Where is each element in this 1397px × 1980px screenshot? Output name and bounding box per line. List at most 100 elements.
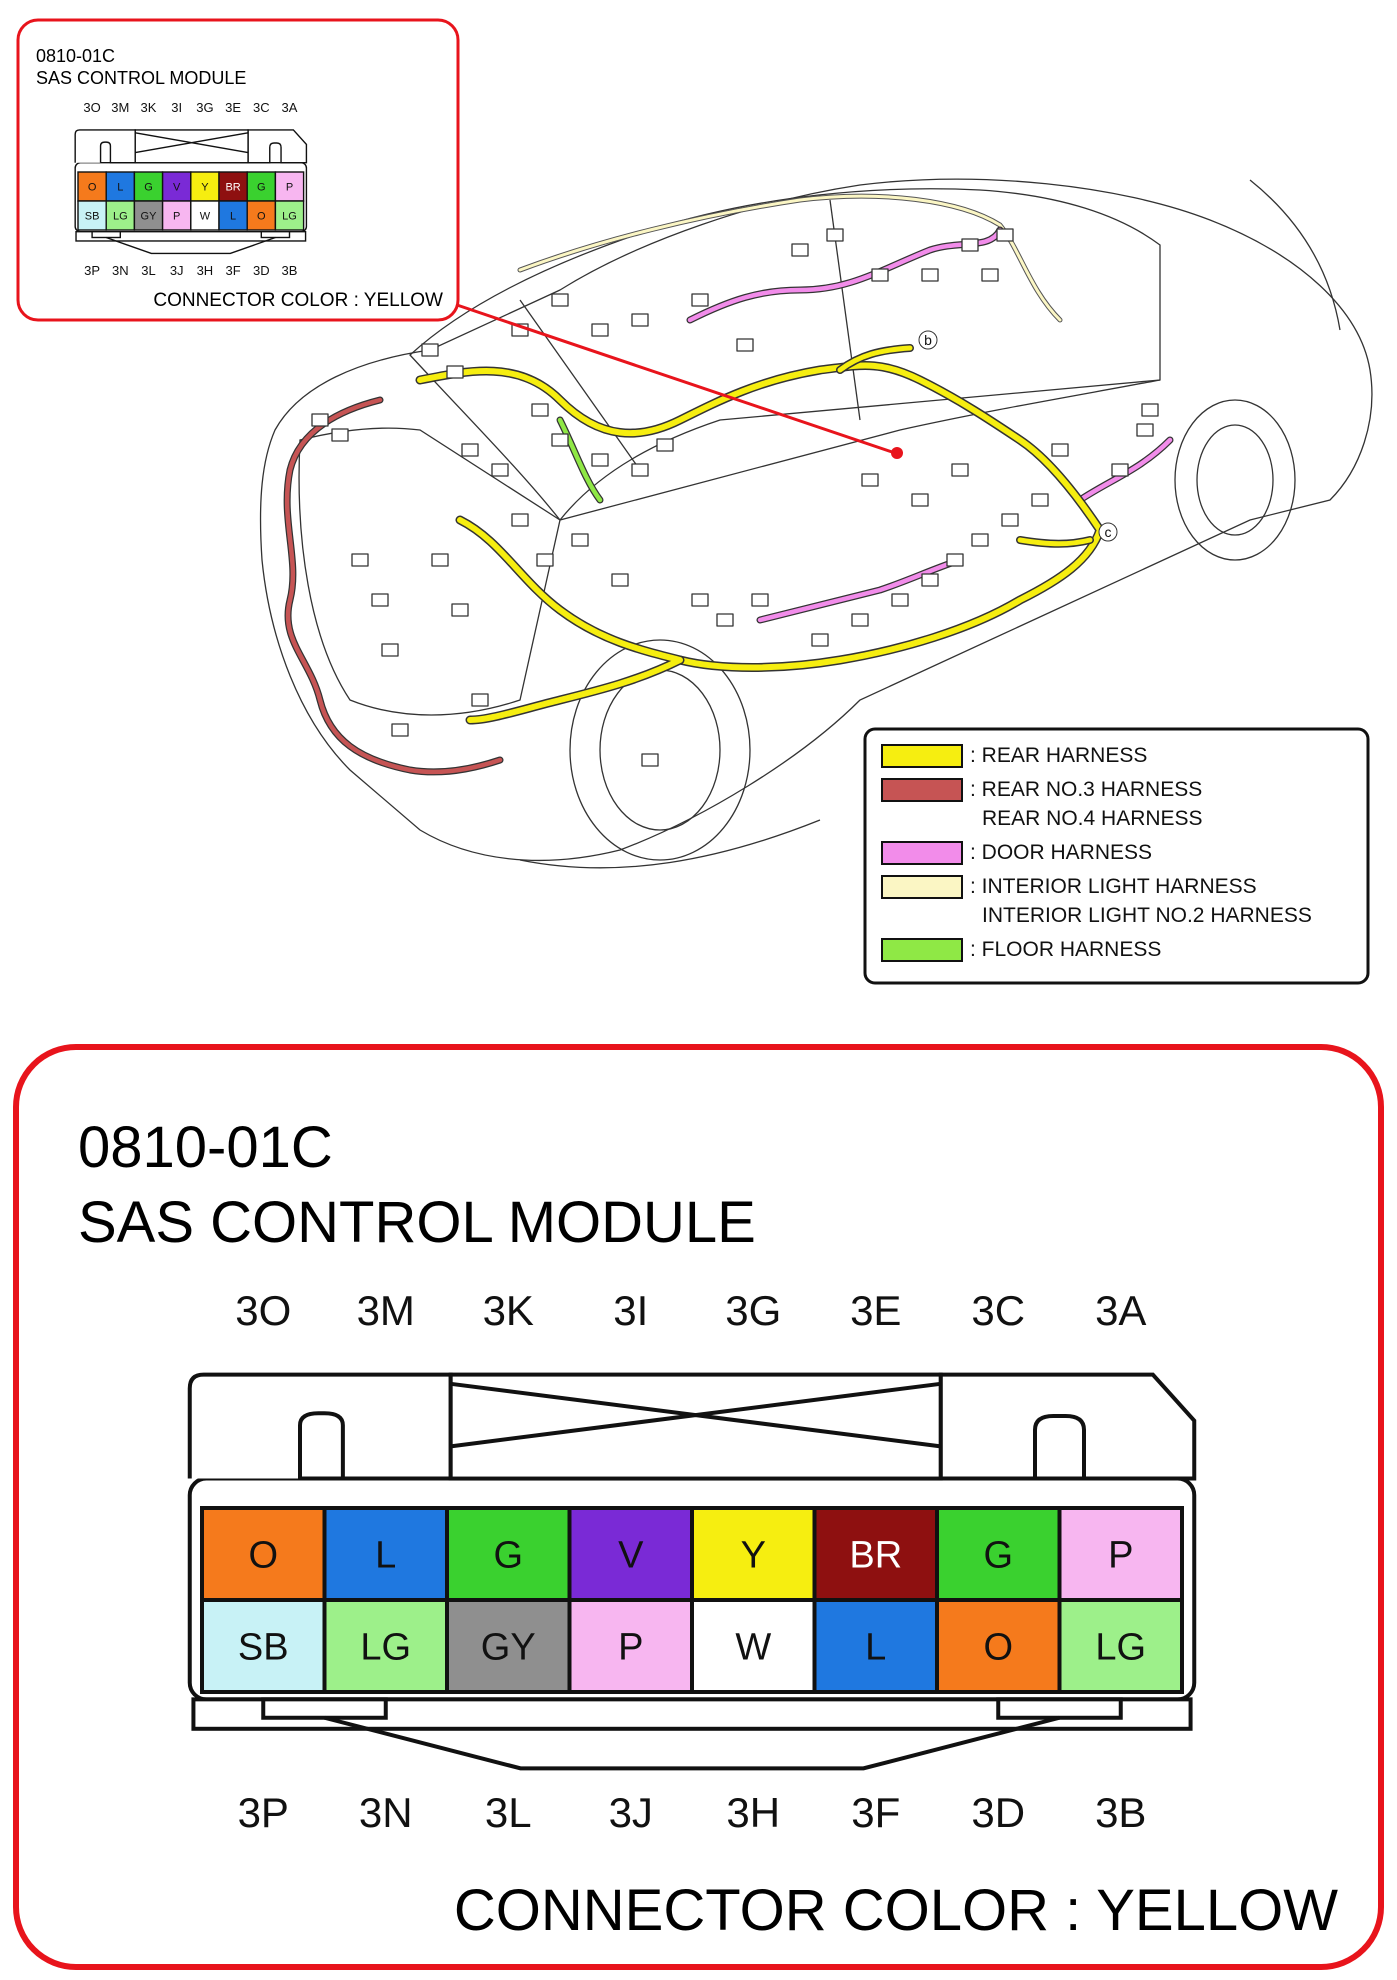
- pin-cell: [246, 200, 277, 231]
- pin-wire-color: W: [735, 1627, 771, 1669]
- pin-wire-color: G: [493, 1535, 523, 1577]
- connector-plug-icon: [946, 553, 964, 567]
- connector-rail: [75, 230, 307, 242]
- pin-number-top: 3M: [111, 100, 129, 115]
- connector-plug-icon: [1141, 403, 1159, 417]
- connector-plug-icon: [591, 453, 609, 467]
- small-connector-color-note: CONNECTOR COLOR : YELLOW: [153, 290, 443, 311]
- car-c-pillar: [519, 299, 641, 471]
- pin-wire-color: GY: [481, 1627, 536, 1669]
- pin-number-bottom: 3H: [726, 1789, 780, 1836]
- pin-wire-color: G: [983, 1535, 1013, 1577]
- pin-wire-color: P: [173, 210, 180, 222]
- pin-cell: [218, 171, 248, 202]
- rear-harness-trunk-fill: [457, 517, 683, 723]
- pin-wire-color: O: [983, 1627, 1013, 1669]
- small-connector-name: SAS CONTROL MODULE: [36, 68, 246, 88]
- rail-bracket: [105, 236, 276, 255]
- pin-number-top: 3G: [196, 100, 213, 115]
- car-roof-outline: [409, 188, 1161, 521]
- large-connector-code: 0810-01C: [78, 1115, 333, 1180]
- marker-c-label: c: [1105, 524, 1112, 540]
- connector-plug-icon: [351, 553, 369, 567]
- pin-number-top: 3E: [225, 100, 241, 115]
- connector-plug-icon: [811, 633, 829, 647]
- pin-number-bottom: 3P: [84, 263, 100, 278]
- connector-plug-icon: [791, 243, 809, 257]
- connector-plug-icon: [531, 403, 549, 417]
- large-connector-color-note: CONNECTOR COLOR : YELLOW: [454, 1878, 1338, 1943]
- pin-wire-color: W: [200, 210, 211, 222]
- connector-key-box: [448, 1372, 943, 1481]
- connector-plug-icon: [551, 433, 569, 447]
- car-belt-line: [559, 379, 1161, 521]
- floor-harness-fill: [557, 417, 603, 503]
- pin-number-bottom: 3N: [359, 1789, 413, 1836]
- pin-number-top: 3O: [83, 100, 100, 115]
- front-wheel-inner: [1196, 424, 1274, 536]
- front-wheel: [1174, 399, 1296, 561]
- connector-plug-icon: [691, 293, 709, 307]
- legend-label: : FLOOR HARNESS: [970, 938, 1161, 961]
- connector-plug-icon: [961, 238, 979, 252]
- pin-cell: [190, 200, 220, 231]
- connector-plug-icon: [446, 365, 464, 379]
- pin-number-top: 3K: [141, 100, 157, 115]
- legend-swatch: [881, 778, 963, 802]
- pin-cell: [200, 1506, 327, 1602]
- legend-label: REAR NO.4 HARNESS: [982, 807, 1203, 830]
- pin-cell: [161, 200, 192, 231]
- connector-plug-icon: [491, 463, 509, 477]
- pin-wire-color: G: [257, 181, 266, 193]
- car-hood-line: [1249, 179, 1341, 331]
- rear-wheel: [569, 639, 751, 861]
- pin-number-top: 3A: [1095, 1287, 1146, 1334]
- connector-plug-icon: [591, 323, 609, 337]
- pin-cell: [1057, 1506, 1184, 1602]
- rail-bracket: [324, 1715, 1060, 1771]
- pin-number-bottom: 3J: [170, 263, 184, 278]
- connector-plug-icon: [1001, 513, 1019, 527]
- pin-wire-color: Y: [201, 181, 209, 193]
- connector-location-icon: [891, 447, 903, 459]
- connector-plug-icon: [1111, 463, 1129, 477]
- wire-harness-routing: b c: [283, 193, 1174, 776]
- pin-number-bottom: 3B: [1095, 1789, 1146, 1836]
- pin-cell: [690, 1598, 817, 1694]
- pin-number-top: 3K: [483, 1287, 534, 1334]
- connector-plug-icon: [1136, 423, 1154, 437]
- legend-label: : REAR NO.3 HARNESS: [970, 778, 1202, 801]
- pin-wire-color: P: [286, 181, 293, 193]
- pin-number-bottom: 3L: [485, 1789, 532, 1836]
- connector-plug-icon: [371, 593, 389, 607]
- small-connector-code: 0810-01C: [36, 46, 115, 66]
- rail-tab-left: [91, 230, 121, 239]
- pin-number-bottom: 3J: [609, 1789, 653, 1836]
- pin-wire-color: P: [618, 1627, 643, 1669]
- connector-latch-right: [938, 1372, 1197, 1481]
- pin-wire-color: GY: [141, 210, 158, 222]
- pin-wire-color: O: [248, 1535, 278, 1577]
- connector-plug-icon: [451, 603, 469, 617]
- connector-plug-icon: [751, 593, 769, 607]
- pin-cell: [1057, 1598, 1184, 1694]
- connector-latch-left: [74, 129, 136, 164]
- rail-tab-left: [261, 1697, 388, 1720]
- legend-label: INTERIOR LIGHT NO.2 HARNESS: [982, 904, 1312, 927]
- pin-cell: [567, 1598, 694, 1694]
- connector-key-box: [134, 129, 249, 164]
- connector-plug-icon: [391, 723, 409, 737]
- rear-no3-no4-harness-fill: [284, 397, 503, 775]
- pin-number-top: 3I: [171, 100, 182, 115]
- pin-number-top: 3C: [253, 100, 270, 115]
- connector-plug-icon: [971, 533, 989, 547]
- connector-callout-small: 0810-01C SAS CONTROL MODULE 3O 3M 3K 3I 3G 3E…: [16, 18, 460, 322]
- connector-plug-icon: [921, 573, 939, 587]
- connector-plug-icon: [641, 753, 659, 767]
- pin-number-bottom: 3B: [282, 263, 298, 278]
- pin-wire-color: L: [117, 181, 123, 193]
